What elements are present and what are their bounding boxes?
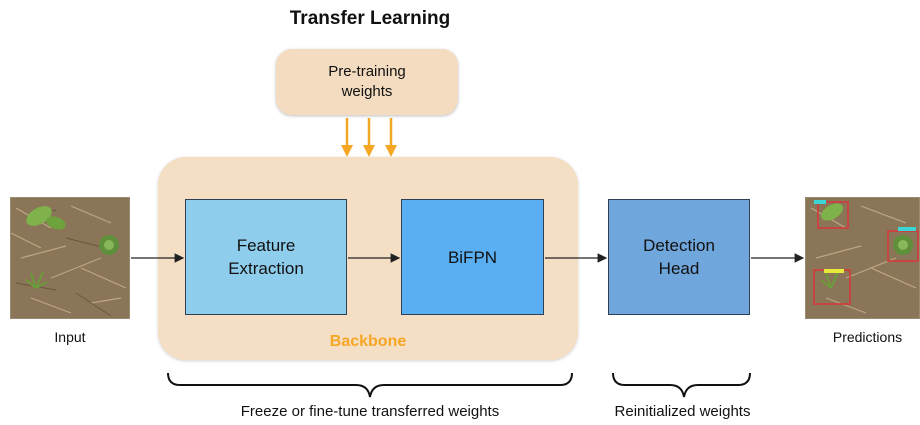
bifpn-label: BiFPN bbox=[447, 247, 498, 267]
detection-head-block: Detection Head bbox=[608, 199, 750, 315]
predictions-image bbox=[805, 197, 920, 319]
predictions-caption: Predictions bbox=[832, 329, 903, 345]
feature-extraction-line1: Feature bbox=[236, 236, 296, 255]
input-caption: Input bbox=[54, 329, 86, 345]
left-brace bbox=[167, 372, 573, 398]
feature-extraction-line2: Extraction bbox=[228, 259, 304, 278]
bifpn-block: BiFPN bbox=[401, 199, 544, 315]
reinitialized-weights-label: Reinitialized weights bbox=[614, 403, 751, 420]
freeze-finetune-label: Freeze or fine-tune transferred weights bbox=[240, 403, 500, 420]
diagram-title: Transfer Learning bbox=[289, 8, 451, 29]
input-image-graphic bbox=[11, 198, 129, 318]
backbone-label: Backbone bbox=[329, 333, 407, 350]
weight-transfer-arrows bbox=[345, 118, 393, 148]
prediction-marker-1 bbox=[814, 200, 826, 204]
pretraining-weights-box: Pre-training weights bbox=[276, 49, 458, 115]
prediction-marker-3 bbox=[824, 269, 844, 273]
input-image bbox=[10, 197, 130, 319]
weight-arrowhead-3 bbox=[385, 145, 397, 157]
detection-head-line1: Detection bbox=[643, 236, 715, 255]
pretraining-label-line1: Pre-training bbox=[328, 63, 406, 80]
detection-head-line2: Head bbox=[658, 259, 700, 278]
prediction-marker-2 bbox=[898, 227, 916, 231]
feature-extraction-block: Feature Extraction bbox=[185, 199, 347, 315]
pretraining-label-line2: weights bbox=[341, 83, 393, 100]
weight-arrowhead-1 bbox=[341, 145, 353, 157]
prediction-box-1 bbox=[817, 201, 849, 229]
right-brace bbox=[612, 372, 751, 398]
predictions-image-graphic bbox=[806, 198, 919, 318]
weight-arrowhead-2 bbox=[363, 145, 375, 157]
